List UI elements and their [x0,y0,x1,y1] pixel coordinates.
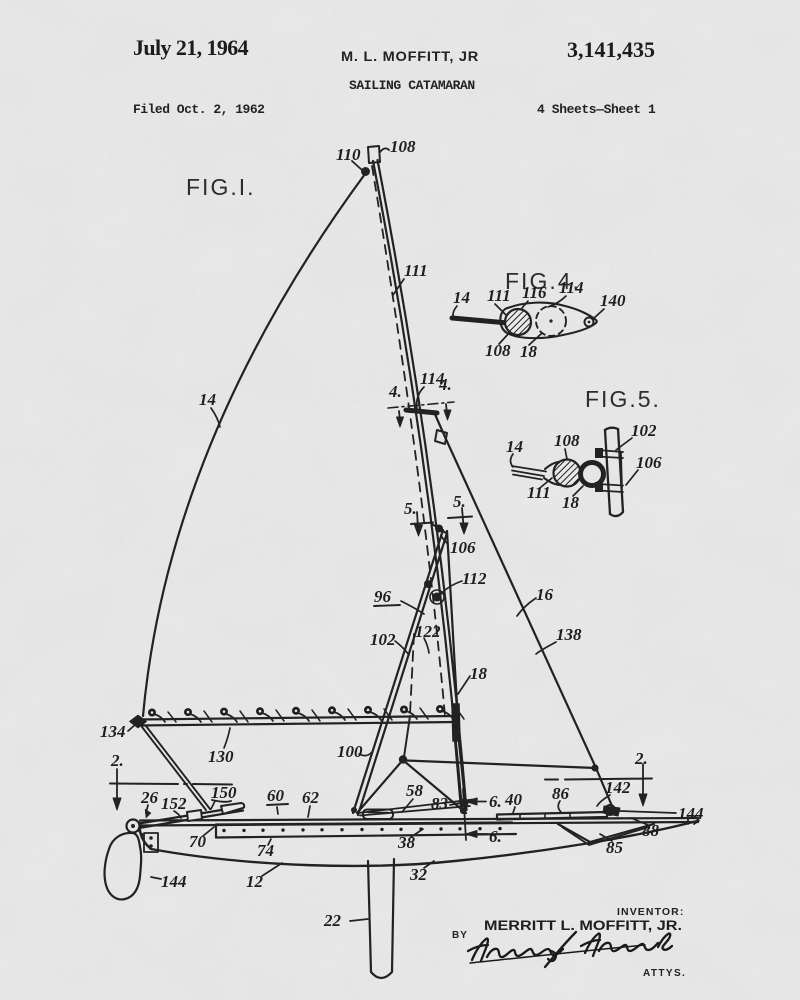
svg-text:114: 114 [420,369,445,388]
svg-text:FIG.4.: FIG.4. [505,268,581,294]
svg-text:14: 14 [453,288,470,307]
svg-text:96: 96 [374,587,392,606]
svg-text:12: 12 [246,872,264,891]
svg-text:74: 74 [257,841,274,860]
svg-text:112: 112 [462,569,487,588]
svg-text:FIG.I.: FIG.I. [186,174,256,200]
svg-text:18: 18 [562,493,580,512]
svg-text:152: 152 [161,794,187,813]
svg-text:138: 138 [556,625,582,644]
svg-text:142: 142 [605,778,631,797]
svg-text:110: 110 [336,145,361,164]
svg-text:14: 14 [506,437,523,456]
svg-text:62: 62 [302,788,320,807]
svg-text:Filed Oct. 2, 1962: Filed Oct. 2, 1962 [133,102,265,117]
svg-text:July 21, 1964: July 21, 1964 [133,35,249,60]
svg-text:MERRITT L. MOFFITT, JR.: MERRITT L. MOFFITT, JR. [484,918,682,933]
svg-text:114: 114 [559,278,584,297]
svg-text:111: 111 [527,483,551,502]
svg-text:144: 144 [161,872,187,891]
svg-text:18: 18 [520,342,538,361]
svg-text:60: 60 [267,786,285,805]
svg-text:BY: BY [452,930,468,941]
svg-text:4 Sheets—Sheet 1: 4 Sheets—Sheet 1 [537,102,656,117]
svg-text:22: 22 [323,911,342,930]
svg-text:140: 140 [600,291,626,310]
svg-text:38: 38 [397,833,416,852]
svg-text:5.: 5. [404,499,417,518]
svg-text:2.: 2. [634,749,648,768]
svg-text:88: 88 [642,821,660,840]
svg-text:SAILING CATAMARAN: SAILING CATAMARAN [349,78,475,93]
svg-text:144: 144 [678,804,704,823]
svg-text:85: 85 [606,838,624,857]
svg-text:ATTYS.: ATTYS. [643,968,686,979]
svg-text:86: 86 [552,784,570,803]
svg-text:106: 106 [450,538,476,557]
svg-text:INVENTOR:: INVENTOR: [617,906,684,918]
svg-text:5.: 5. [453,492,466,511]
svg-text:6.: 6. [489,792,502,811]
svg-text:2.: 2. [110,751,124,770]
svg-text:111: 111 [487,286,511,305]
svg-text:18: 18 [470,664,488,683]
svg-text:32: 32 [409,865,428,884]
svg-text:3,141,435: 3,141,435 [567,37,655,62]
svg-text:122: 122 [415,622,441,641]
svg-text:108: 108 [390,137,416,156]
svg-text:102: 102 [370,630,396,649]
svg-text:106: 106 [636,453,662,472]
svg-text:14: 14 [199,390,216,409]
svg-text:26: 26 [140,788,159,807]
svg-text:116: 116 [522,283,547,302]
svg-text:40: 40 [504,790,523,809]
svg-text:M. L. MOFFITT, JR: M. L. MOFFITT, JR [341,49,479,64]
svg-text:58: 58 [406,781,424,800]
svg-text:134: 134 [100,722,126,741]
svg-text:6.: 6. [489,827,502,846]
svg-text:130: 130 [208,747,234,766]
svg-text:150: 150 [211,783,237,802]
svg-text:108: 108 [485,341,511,360]
svg-text:FIG.5.: FIG.5. [585,386,661,412]
svg-text:83: 83 [431,794,449,813]
svg-text:100: 100 [337,742,363,761]
svg-text:4.: 4. [388,382,402,401]
svg-text:102: 102 [631,421,657,440]
svg-text:16: 16 [536,585,554,604]
svg-text:4.: 4. [438,375,452,394]
svg-text:111: 111 [404,261,428,280]
svg-text:70: 70 [189,832,207,851]
svg-text:108: 108 [554,431,580,450]
